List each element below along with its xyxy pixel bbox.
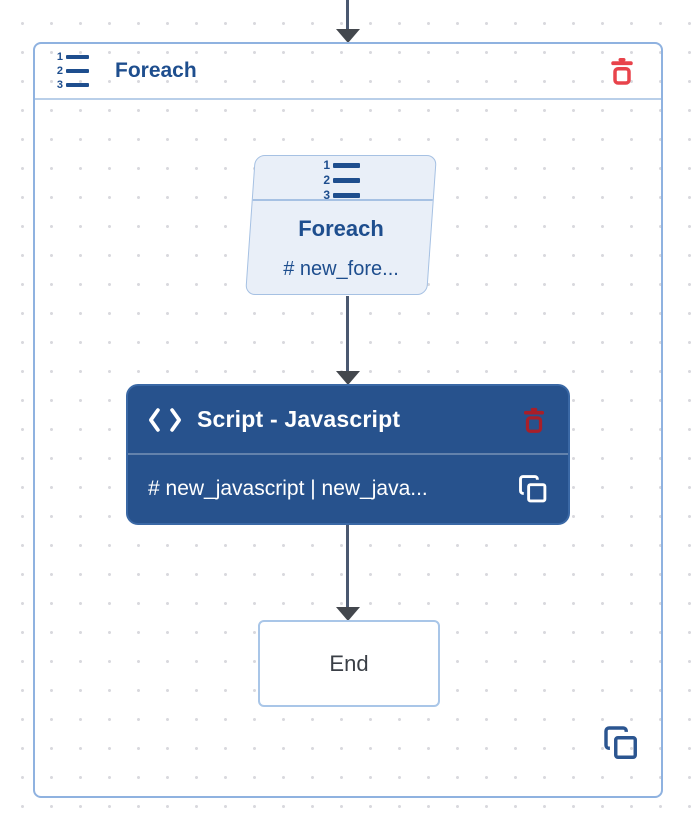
script-node-title: Script - Javascript <box>197 406 401 432</box>
trash-icon <box>611 58 633 85</box>
end-node-label: End <box>329 650 369 676</box>
copy-foreach-button[interactable] <box>602 724 640 762</box>
script-node-subtitle: # new_javascript | new_java... <box>148 477 428 500</box>
trash-icon <box>523 407 545 433</box>
script-node-body: # new_javascript | new_java... <box>128 455 568 523</box>
numbered-list-bar <box>66 82 89 88</box>
numbered-list-bar <box>66 68 89 74</box>
connector-line <box>346 296 349 372</box>
foreach-container-header[interactable]: 1 2 3 Foreach <box>35 44 661 100</box>
foreach-node-title: Foreach <box>298 216 384 241</box>
end-node[interactable]: End <box>258 620 440 707</box>
numbered-list-icon: 1 2 3 <box>322 159 360 201</box>
connector-line <box>346 525 349 608</box>
delete-foreach-button[interactable] <box>607 55 637 87</box>
foreach-node[interactable]: 1 2 3 Foreach # new_fore... <box>245 155 437 295</box>
numbered-list-digit: 1 <box>323 158 330 172</box>
copy-icon <box>604 726 637 759</box>
numbered-list-icon: 1 2 3 <box>55 50 89 91</box>
arrow-down-icon <box>336 607 360 621</box>
code-icon <box>148 407 182 432</box>
numbered-list-digit: 3 <box>56 78 63 91</box>
numbered-list-bar <box>333 162 360 168</box>
numbered-list-bar <box>333 192 360 198</box>
arrow-down-icon <box>336 371 360 385</box>
foreach-node-subtitle: # new_fore... <box>283 258 399 280</box>
numbered-list-bar <box>333 177 360 183</box>
numbered-list-bar <box>66 54 89 60</box>
numbered-list-digit: 2 <box>56 64 63 77</box>
connector-line <box>346 0 349 31</box>
delete-script-button[interactable] <box>520 405 548 435</box>
script-node-header: Script - Javascript <box>128 386 568 455</box>
copy-script-button[interactable] <box>518 474 548 504</box>
numbered-list-digit: 1 <box>56 50 63 63</box>
numbered-list-digit: 3 <box>323 188 330 202</box>
foreach-container-title: Foreach <box>115 59 197 82</box>
numbered-list-digit: 2 <box>323 173 330 187</box>
copy-icon <box>519 475 547 503</box>
script-javascript-node[interactable]: Script - Javascript # new_javascript | n… <box>126 384 570 525</box>
foreach-container-node[interactable]: 1 2 3 Foreach 1 2 3 <box>33 42 663 798</box>
arrow-down-icon <box>336 29 360 43</box>
